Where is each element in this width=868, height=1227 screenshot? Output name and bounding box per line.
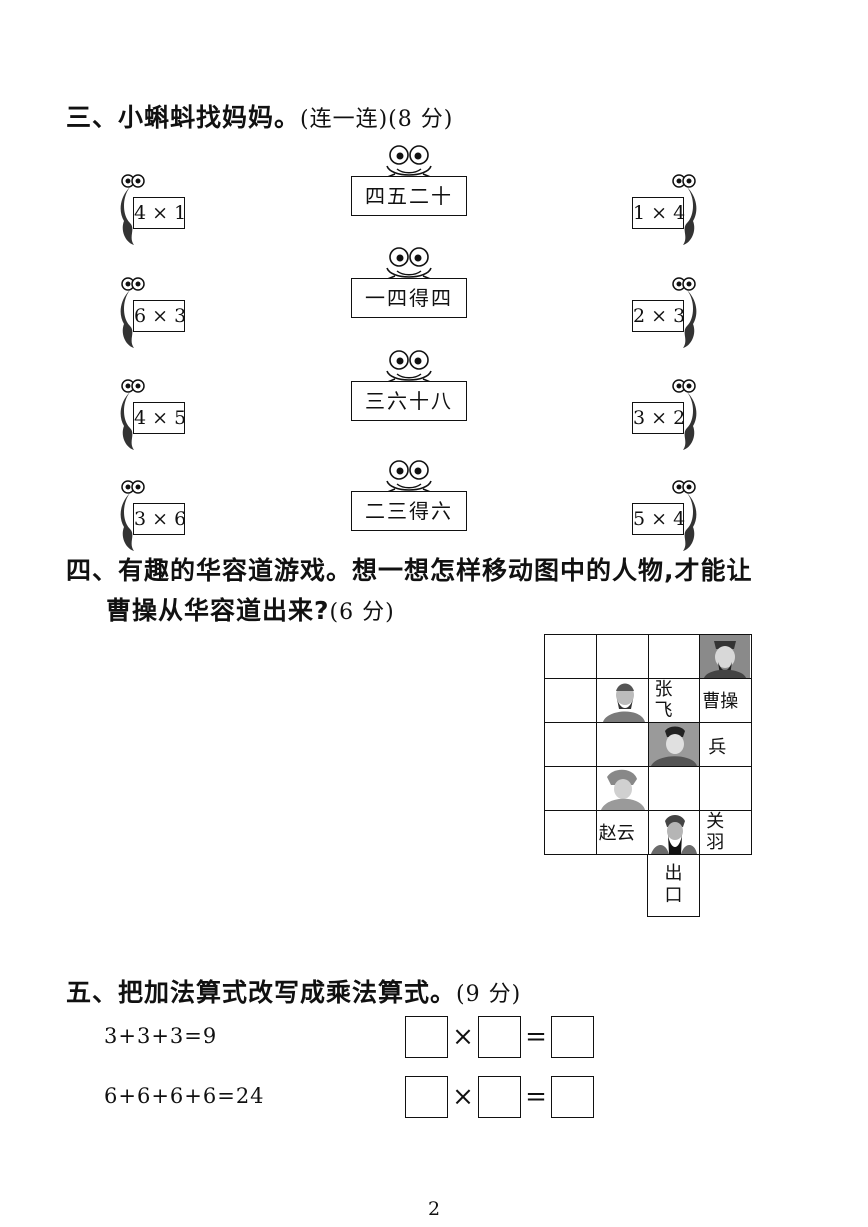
answer-blank[interactable] xyxy=(405,1076,448,1118)
section4-heading-line2: 曹操从华容道出来?(6 分) xyxy=(106,591,395,627)
left-tadpole-3[interactable]: 4 × 5 xyxy=(116,376,196,454)
right-tadpole-2[interactable]: 2 × 3 xyxy=(621,274,701,352)
zhaoyun-label-cell: 赵云 xyxy=(596,811,649,855)
zhangfei-label: 张 飞 xyxy=(654,679,673,721)
frog-rhyme: 一四得四 xyxy=(351,278,467,318)
tadpole-expression: 5 × 4 xyxy=(632,503,685,535)
section5-heading: 五、把加法算式改写成乘法算式。(9 分) xyxy=(66,973,521,1009)
frog-icon xyxy=(384,145,434,179)
right-tadpole-4[interactable]: 5 × 4 xyxy=(621,477,701,555)
tadpole-icon xyxy=(120,480,145,551)
tadpole-expression: 3 × 6 xyxy=(133,503,186,535)
caocao-portrait[interactable] xyxy=(700,635,752,679)
left-tadpole-2[interactable]: 6 × 3 xyxy=(116,274,196,352)
guanyu-portrait[interactable] xyxy=(648,811,701,855)
frog-rhyme: 二三得六 xyxy=(351,491,467,531)
soldier-portrait[interactable] xyxy=(648,723,701,767)
tadpole-icon xyxy=(672,379,697,450)
huarong-board: 张 飞 曹操 兵 赵云 xyxy=(544,634,752,855)
exit-cell: 出 口 xyxy=(647,854,700,917)
tadpole-expression: 4 × 1 xyxy=(133,197,186,229)
guanyu-portrait-icon xyxy=(648,811,699,854)
answer-blank[interactable] xyxy=(551,1076,594,1118)
zhaoyun-portrait-icon xyxy=(596,767,647,810)
tadpole-icon xyxy=(120,174,145,245)
page-number: 2 xyxy=(427,1198,441,1220)
section5-points: (9 分) xyxy=(456,982,522,1007)
soldier-portrait-icon xyxy=(648,723,699,766)
section3-heading: 三、小蝌蚪找妈妈。(连一连)(8 分) xyxy=(66,98,453,134)
frog-icon xyxy=(384,460,434,494)
times-sign: × xyxy=(452,1022,474,1052)
right-tadpole-3[interactable]: 3 × 2 xyxy=(621,376,701,454)
board-cell xyxy=(545,635,597,679)
board-cell xyxy=(596,723,649,767)
right-tadpole-1[interactable]: 1 × 4 xyxy=(621,171,701,249)
tadpole-expression: 1 × 4 xyxy=(632,197,685,229)
section4-points: (6 分) xyxy=(329,600,395,625)
left-tadpole-1[interactable]: 4 × 1 xyxy=(116,171,196,249)
section3-points: (连一连)(8 分) xyxy=(300,107,454,132)
zhangfei-portrait-icon xyxy=(596,679,647,722)
frog-rhyme: 三六十八 xyxy=(351,381,467,421)
tadpole-icon xyxy=(120,277,145,348)
board-cell xyxy=(545,723,597,767)
equals-sign: = xyxy=(525,1082,547,1112)
tadpole-expression: 3 × 2 xyxy=(632,402,685,434)
board-cell xyxy=(545,811,597,855)
board-cell xyxy=(700,767,752,811)
tadpole-icon xyxy=(672,277,697,348)
answer-blank[interactable] xyxy=(478,1076,521,1118)
section3-title: 三、小蝌蚪找妈妈。 xyxy=(66,103,301,132)
frog-4[interactable]: 二三得六 xyxy=(351,459,469,539)
section4-title: 曹操从华容道出来? xyxy=(106,596,330,625)
zhangfei-label-cell: 张 飞 xyxy=(648,679,701,723)
tadpole-icon xyxy=(120,379,145,450)
section5-title: 五、把加法算式改写成乘法算式。 xyxy=(66,978,457,1007)
caocao-portrait-icon xyxy=(700,635,751,678)
tadpole-expression: 6 × 3 xyxy=(133,300,186,332)
answer-blank[interactable] xyxy=(551,1016,594,1058)
tadpole-expression: 2 × 3 xyxy=(632,300,685,332)
board-cell xyxy=(648,767,701,811)
equals-sign: = xyxy=(525,1022,547,1052)
tadpole-icon xyxy=(672,480,697,551)
board-cell xyxy=(648,635,701,679)
zhaoyun-portrait[interactable] xyxy=(596,767,649,811)
board-cell xyxy=(596,635,649,679)
board-cell xyxy=(545,679,597,723)
times-sign: × xyxy=(452,1082,474,1112)
left-tadpole-4[interactable]: 3 × 6 xyxy=(116,477,196,555)
frog-icon xyxy=(384,350,434,384)
frog-3[interactable]: 三六十八 xyxy=(351,349,469,429)
addition-equation-2: 6+6+6+6=24 xyxy=(104,1084,265,1108)
frog-2[interactable]: 一四得四 xyxy=(351,246,469,326)
tadpole-expression: 4 × 5 xyxy=(133,402,186,434)
soldier-label-cell: 兵 xyxy=(700,723,752,767)
answer-blank[interactable] xyxy=(478,1016,521,1058)
frog-1[interactable]: 四五二十 xyxy=(351,144,469,224)
addition-equation-1: 3+3+3=9 xyxy=(104,1024,218,1048)
board-cell xyxy=(545,767,597,811)
guanyu-label-cell: 关 羽 xyxy=(700,811,752,855)
answer-row-2: × = xyxy=(405,1076,594,1118)
tadpole-icon xyxy=(672,174,697,245)
answer-blank[interactable] xyxy=(405,1016,448,1058)
soldier-label: 兵 xyxy=(708,737,727,758)
caocao-label: 曹操 xyxy=(702,691,739,712)
frog-rhyme: 四五二十 xyxy=(351,176,467,216)
zhangfei-portrait[interactable] xyxy=(596,679,649,723)
exit-label: 出 口 xyxy=(664,863,683,906)
section4-heading-line1: 四、有趣的华容道游戏。想一想怎样移动图中的人物,才能让 xyxy=(66,556,753,585)
answer-row-1: × = xyxy=(405,1016,594,1058)
guanyu-label: 关 羽 xyxy=(706,811,725,853)
frog-icon xyxy=(384,247,434,281)
caocao-label-cell: 曹操 xyxy=(700,679,752,723)
zhaoyun-label: 赵云 xyxy=(598,823,635,844)
